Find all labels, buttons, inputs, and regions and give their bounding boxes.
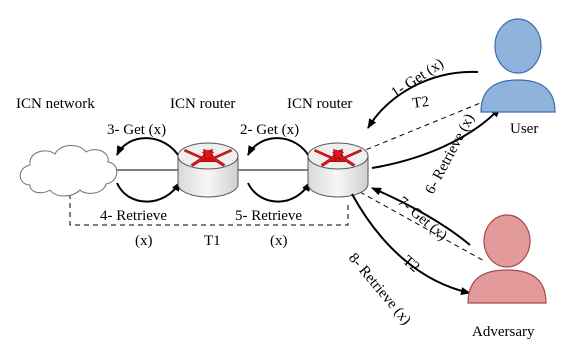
icn-router-right [307,142,369,198]
label-t2-adversary: T2 [399,253,422,276]
label-4-retrieve: 4- Retrieve [100,208,167,224]
label-7-get: 7- Get (x) [394,194,450,244]
arrow-3-get [116,137,181,159]
t2-user-dashed-line [357,94,501,154]
user-icon [480,18,556,113]
arrow-5-retrieve [247,181,311,203]
icn-network-cloud [19,145,118,197]
arrow-7-get [371,187,471,246]
label-t1: T1 [204,233,221,249]
label-5-retrieve-x: (x) [270,233,288,249]
arrow-4-retrieve [116,181,181,203]
label-2-get: 2- Get (x) [240,122,299,138]
label-t2-user: T2 [411,94,430,112]
adversary-icon [467,214,547,304]
router-left-arrows-icon [183,149,233,167]
label-5-retrieve: 5- Retrieve [235,208,302,224]
arrow-2-get [247,137,311,159]
label-user: User [510,121,538,137]
router-right-arrows-icon [313,149,363,167]
label-4-retrieve-x: (x) [135,233,153,249]
label-adversary: Adversary [472,324,535,340]
label-icn-network: ICN network [16,96,95,112]
label-router-right: ICN router [287,96,352,112]
arrow-6-retrieve [371,107,501,169]
label-router-left: ICN router [170,96,235,112]
label-3-get: 3- Get (x) [107,122,166,138]
label-6-retrieve: 6- Retrieve (x) [422,111,478,196]
icn-router-left [177,142,239,198]
t1-dashed-path [69,185,349,226]
arrow-8-retrieve [351,193,471,295]
arrow-1-get [367,70,479,129]
t2-adversary-dashed-line [359,191,487,263]
